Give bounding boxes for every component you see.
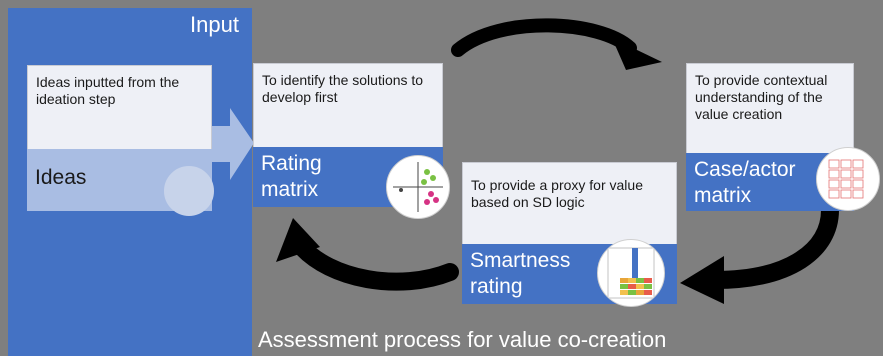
arrow-top-head <box>612 38 662 70</box>
smartness-rating-thumbnail <box>597 239 665 307</box>
arrow-top-arc <box>451 18 637 57</box>
arrow-right-head <box>680 256 724 304</box>
arrow-right-arc <box>706 201 839 289</box>
case-actor-title-line2: matrix <box>694 184 752 207</box>
arrow-left-head <box>276 218 320 262</box>
rating-title-line1: Rating <box>261 152 322 175</box>
ideas-placeholder-circle <box>164 166 214 216</box>
smartness-description: To provide a proxy for value based on SD… <box>462 162 677 244</box>
assessment-process-caption: Assessment process for value co-creation <box>258 327 667 352</box>
case-actor-title-line1: Case/actor <box>694 158 796 181</box>
case-actor-description: To provide contextual understanding of t… <box>686 63 854 153</box>
ideas-title: Ideas <box>35 166 87 189</box>
rating-matrix-card: To identify the solutions to develop fir… <box>253 63 443 207</box>
rating-description: To identify the solutions to develop fir… <box>253 63 443 147</box>
case-actor-matrix-thumbnail <box>816 147 880 211</box>
smartness-title-line2: rating <box>470 275 523 298</box>
rating-matrix-thumbnail <box>386 155 450 219</box>
arrow-left-arc <box>291 236 459 291</box>
ideas-description: Ideas inputted from the ideation step <box>27 65 212 149</box>
smartness-title-line1: Smartness <box>470 249 571 272</box>
input-heading: Input <box>190 12 239 37</box>
arrow-ideas-to-rating <box>212 108 254 180</box>
rating-title-line2: matrix <box>261 178 319 201</box>
